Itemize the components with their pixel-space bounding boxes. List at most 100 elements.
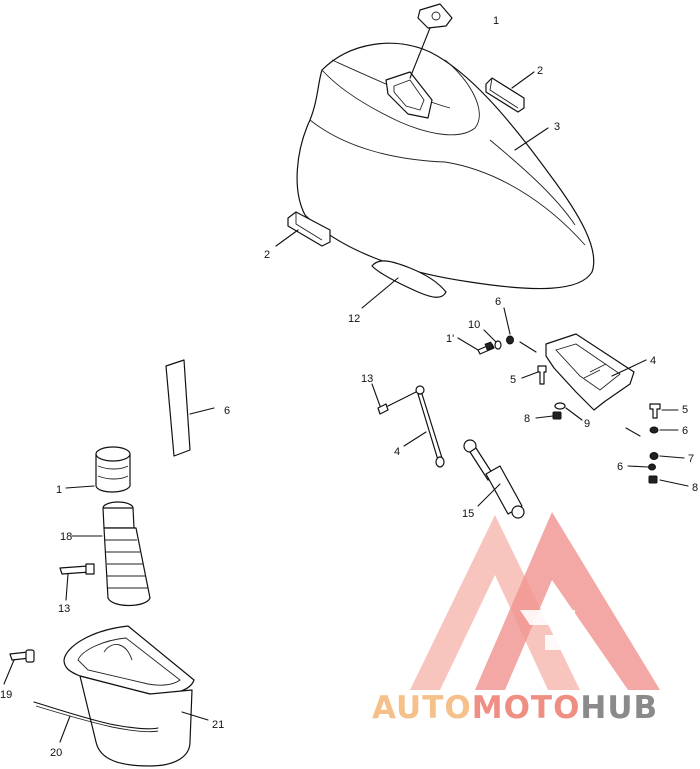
intake-boot-neck: [102, 507, 135, 529]
label-part-2-lower: 2: [264, 249, 270, 261]
nut-6-upper-leader: [503, 307, 511, 335]
support-rod-leader: [403, 431, 427, 447]
screw-13-upper: [377, 403, 389, 415]
watermark-word-moto: MOTO: [472, 690, 581, 726]
storage-bin-leader: [181, 711, 209, 721]
badge-cap: [409, 3, 453, 79]
washer-7: [649, 452, 659, 460]
storage-bin-cutout: [103, 644, 133, 661]
label-part-20: 20: [50, 747, 62, 759]
nut-6-right-a: [649, 426, 659, 434]
air-filter-ribs: [97, 465, 129, 480]
hood-right-crease: [489, 139, 576, 226]
trim-strip: [361, 260, 447, 309]
gauge-window-inner: [393, 79, 425, 111]
seal-strip-leader: [189, 407, 215, 415]
label-part-10: 10: [468, 319, 480, 331]
watermark-triangle-right: [475, 512, 660, 690]
pin-upper: [519, 341, 537, 353]
watermark-word-auto: AUTO: [372, 690, 472, 726]
washer-9-leader: [565, 407, 583, 421]
label-part-5-right: 5: [682, 404, 688, 416]
storage-bin-body: [79, 675, 193, 767]
trim-strip-leader: [361, 277, 399, 309]
latch-bracket-slot: [583, 363, 607, 379]
seal-strip: [165, 359, 215, 457]
nut-6-right-b-leader: [627, 465, 649, 468]
grab-handle-lower-edge: [295, 212, 323, 241]
screw-13-upper-leader: [371, 383, 381, 407]
callout-labels: 1 2 3 2 12 6 10 1' 4 5 8 9 5 6 7 6 8 13 …: [0, 15, 698, 759]
air-filter-leader: [65, 485, 95, 489]
air-filter: [65, 446, 131, 493]
gas-strut-bottom-end: [511, 505, 525, 519]
label-part-8-upper: 8: [524, 413, 530, 425]
hood-dash-outline: [321, 59, 480, 136]
watermark-logo: [410, 512, 660, 690]
gas-strut-cylinder: [485, 465, 523, 515]
support-rod-bottom-eye: [435, 456, 445, 468]
washer-7-leader: [659, 455, 685, 459]
screw-5-upper: [537, 365, 547, 385]
label-part-21: 21: [212, 719, 224, 731]
label-part-5-upper: 5: [510, 374, 516, 386]
watermark-inner-hook: [520, 610, 575, 650]
label-part-19: 19: [0, 689, 12, 701]
screw-13-lower-leader: [65, 573, 69, 601]
hood-leader: [514, 127, 549, 151]
seal-cord-leader: [59, 715, 71, 743]
label-part-13-lower: 13: [58, 603, 70, 615]
storage-bin: [63, 625, 209, 767]
grab-handle-upper-leader: [511, 71, 535, 89]
hood-cover: [296, 42, 595, 290]
grab-handle-upper: [485, 71, 535, 113]
label-part-4-upper: 4: [650, 355, 656, 367]
latch-bracket-leader: [611, 359, 647, 377]
nut-8-upper: [552, 411, 562, 420]
label-part-13-upper: 13: [361, 373, 373, 385]
bolt-11-leader: [457, 337, 479, 351]
nut-8-right: [648, 475, 658, 484]
watermark-word-hub: HUB: [580, 690, 658, 726]
support-rod-body: [417, 393, 443, 461]
label-part-1-top: 1: [493, 15, 499, 27]
badge-cap-body: [417, 3, 453, 29]
label-part-7: 7: [688, 453, 694, 465]
label-part-15: 15: [462, 508, 474, 520]
nut-6-upper: [506, 335, 514, 345]
badge-cap-leader: [409, 27, 431, 79]
label-part-6-right-a: 6: [682, 425, 688, 437]
intake-boot-bellows: [103, 527, 151, 607]
pin-right: [625, 427, 641, 437]
hood-side-crease: [309, 119, 586, 246]
intake-boot: [59, 501, 151, 607]
nut-8-right-leader: [659, 479, 689, 487]
air-filter-top: [95, 446, 131, 462]
washer-9: [554, 402, 566, 410]
seal-strip-body: [165, 359, 191, 457]
screw-13-upper-link: [387, 391, 417, 407]
screw-5-right: [649, 403, 661, 419]
trim-strip-body: [371, 260, 447, 298]
washer-10: [494, 340, 502, 350]
hood-outer-shell: [296, 42, 595, 290]
storage-bin-inner: [77, 637, 181, 686]
gas-strut: [463, 439, 525, 519]
fastener-19: [3, 649, 35, 685]
fastener-19-head: [25, 649, 35, 663]
latch-bracket-inner: [555, 343, 621, 391]
latch-bracket: [545, 333, 647, 411]
label-part-12: 12: [348, 313, 360, 325]
screw-13-lower-head: [85, 563, 95, 575]
nut-6-right-b: [648, 463, 656, 471]
svg-text:AUTOMOTOHUB: AUTOMOTOHUB: [372, 690, 658, 726]
grab-handle-lower-leader: [275, 229, 299, 247]
seal-cord-line-2: [35, 705, 159, 733]
label-part-14: 4: [394, 446, 400, 458]
grab-handle-upper-edge: [489, 77, 519, 109]
support-rod-top-eye: [415, 385, 425, 395]
support-rod: [371, 383, 445, 468]
watermark-wordmark: AUTOMOTOHUB: [372, 690, 658, 726]
hardware-cluster-upper: [457, 307, 583, 421]
